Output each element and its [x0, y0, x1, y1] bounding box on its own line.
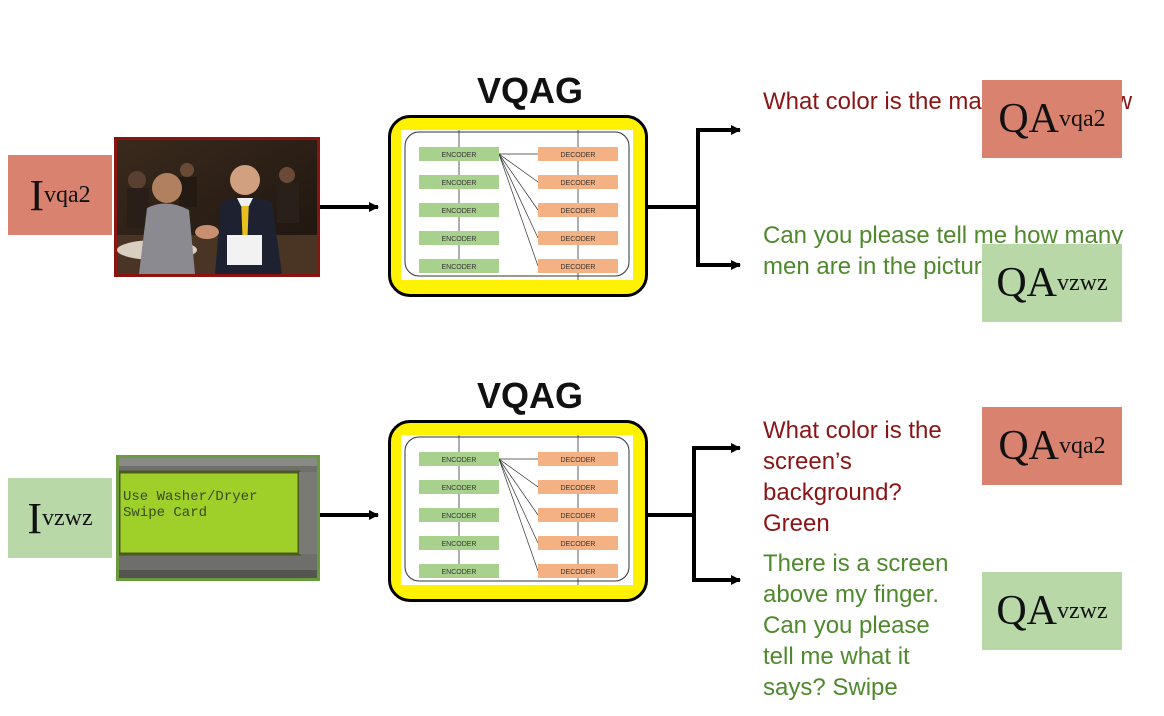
decoder-block — [538, 259, 618, 273]
qa-label-base: QA — [996, 260, 1058, 306]
image-label-base: I — [29, 170, 44, 220]
encoder-block — [419, 452, 499, 466]
encoder-block — [419, 508, 499, 522]
image-label-sub: vqa2 — [44, 181, 91, 208]
arrow-to-output-1b — [696, 207, 741, 270]
decoder-block — [538, 147, 618, 161]
vqag-model-box: ENCODER DECODER ENCODER DECODER ENCODER DECOD… — [388, 420, 648, 602]
encoder-label: ENCODER — [441, 457, 476, 464]
encoder-block — [419, 147, 499, 161]
encoder-block — [419, 259, 499, 273]
decoder-label: DECODER — [560, 236, 595, 243]
encoder-decoder-diagram: ENCODER DECODER ENCODER DECODER ENCODER DECOD… — [401, 435, 633, 585]
arrow-to-output-1a — [648, 125, 741, 209]
vqag-title: VQAG — [476, 70, 583, 111]
decoder-block — [538, 175, 618, 189]
decoder-label: DECODER — [560, 264, 595, 271]
decoder-block — [538, 508, 618, 522]
encoder-block — [419, 203, 499, 217]
encoder-label: ENCODER — [441, 513, 476, 520]
encoder-decoder-svg: ENCODER DECODER ENCODER DECODER ENCODER DECOD… — [404, 435, 630, 585]
decoder-block — [538, 536, 618, 550]
encoder-decoder-svg: ENCODER DECODER ENCODER DECODER ENCODER DECOD… — [404, 130, 630, 280]
qa-label-base: QA — [998, 423, 1059, 469]
lcd-photo-illustration: Use Washer/Dryer Swipe Card — [119, 458, 317, 578]
decoder-block — [538, 564, 618, 578]
decoder-label: DECODER — [560, 152, 595, 159]
decoder-block — [538, 203, 618, 217]
encoder-block — [419, 480, 499, 494]
encoder-decoder-diagram: ENCODER DECODER ENCODER DECODER ENCODER DECOD… — [401, 130, 633, 280]
arrow-to-output-2a — [648, 443, 741, 517]
qa-label-sub: vzwz — [1057, 269, 1108, 296]
decoder-label: DECODER — [560, 208, 595, 215]
decoder-label: DECODER — [560, 569, 595, 576]
decoder-label: DECODER — [560, 180, 595, 187]
encoder-label: ENCODER — [441, 208, 476, 215]
lcd-line-1: Use Washer/Dryer — [123, 489, 257, 505]
qa-label-base: QA — [998, 96, 1059, 142]
qa-label-sub: vqa2 — [1059, 105, 1106, 132]
decoder-block — [538, 452, 618, 466]
question-text-1: What color is the screen’s background? G… — [763, 417, 942, 537]
photo-lcd-screen: Use Washer/Dryer Swipe Card — [116, 455, 320, 581]
question-text-2: There is a screen above my finger. Can y… — [763, 550, 949, 701]
encoder-label: ENCODER — [441, 485, 476, 492]
handshake-photo-illustration — [117, 140, 317, 274]
encoder-label: ENCODER — [441, 152, 476, 159]
qa-label-sub: vqa2 — [1059, 432, 1106, 459]
decoder-label: DECODER — [560, 513, 595, 520]
arrow-to-output-2b — [692, 515, 741, 585]
encoder-block — [419, 564, 499, 578]
qa-label-base: QA — [996, 588, 1058, 634]
decoder-block — [538, 480, 618, 494]
encoder-label: ENCODER — [441, 236, 476, 243]
decoder-label: DECODER — [560, 457, 595, 464]
vqag-model-box: ENCODER DECODER ENCODER DECODER ENCODER DECOD… — [388, 115, 648, 297]
vqag-title: VQAG — [476, 375, 583, 416]
encoder-block — [419, 175, 499, 189]
decoder-block — [538, 231, 618, 245]
image-label-sub: vzwz — [42, 504, 93, 531]
encoder-block — [419, 231, 499, 245]
encoder-label: ENCODER — [441, 569, 476, 576]
encoder-label: ENCODER — [441, 541, 476, 548]
encoder-block — [419, 536, 499, 550]
decoder-label: DECODER — [560, 541, 595, 548]
photo-handshake — [114, 137, 320, 277]
lcd-line-2: Swipe Card — [123, 505, 207, 521]
qa-label-sub: vzwz — [1057, 597, 1108, 624]
encoder-label: ENCODER — [441, 264, 476, 271]
decoder-label: DECODER — [560, 485, 595, 492]
image-label-base: I — [27, 493, 42, 543]
encoder-label: ENCODER — [441, 180, 476, 187]
